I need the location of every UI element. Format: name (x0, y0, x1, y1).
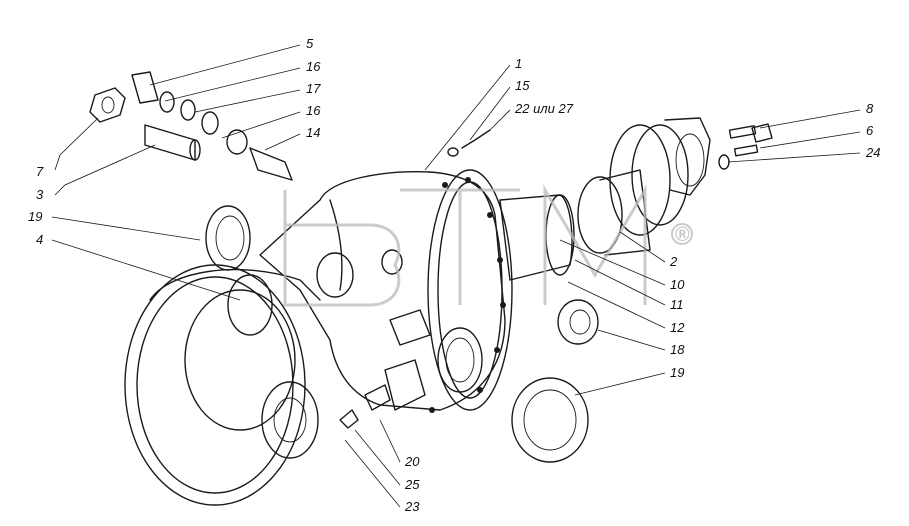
ring-gear-assembly (124, 264, 321, 506)
callout-10: 10 (670, 277, 685, 292)
bearing-right (511, 377, 589, 463)
callout-3: 3 (36, 187, 44, 202)
callout-4: 4 (36, 232, 43, 247)
callout-5: 5 (306, 36, 314, 51)
callout-19a: 19 (28, 209, 42, 224)
callout-6: 6 (866, 123, 874, 138)
callout-17: 17 (306, 81, 321, 96)
callout-16b: 16 (306, 103, 321, 118)
adjusting-nut-18 (557, 299, 599, 345)
callout-8: 8 (866, 101, 874, 116)
bolts-lower (339, 384, 391, 429)
callout-2: 2 (669, 254, 678, 269)
drive-pinion-assembly (499, 117, 773, 281)
callout-23: 23 (404, 499, 420, 514)
leader-lines (51, 44, 861, 508)
small-parts-group (89, 71, 491, 181)
callout-24: 24 (865, 145, 880, 160)
callout-18: 18 (670, 342, 685, 357)
callout-14: 14 (306, 125, 320, 140)
callout-22: 22 или 27 (514, 101, 574, 116)
callout-1: 1 (515, 56, 522, 71)
bearing-left (205, 205, 251, 271)
callout-15: 15 (515, 78, 530, 93)
carrier-housing (259, 169, 513, 413)
callout-16a: 16 (306, 59, 321, 74)
callout-7: 7 (36, 164, 44, 179)
callout-25: 25 (404, 477, 420, 492)
callout-11: 11 (670, 297, 684, 312)
callout-20: 20 (404, 454, 420, 469)
callout-19b: 19 (670, 365, 684, 380)
brand-watermark: ® (283, 184, 693, 307)
callout-labels: 5 16 17 16 14 7 3 19 4 1 15 22 или 27 8 … (28, 36, 880, 514)
registered-mark: ® (675, 224, 690, 246)
callout-12: 12 (670, 320, 685, 335)
